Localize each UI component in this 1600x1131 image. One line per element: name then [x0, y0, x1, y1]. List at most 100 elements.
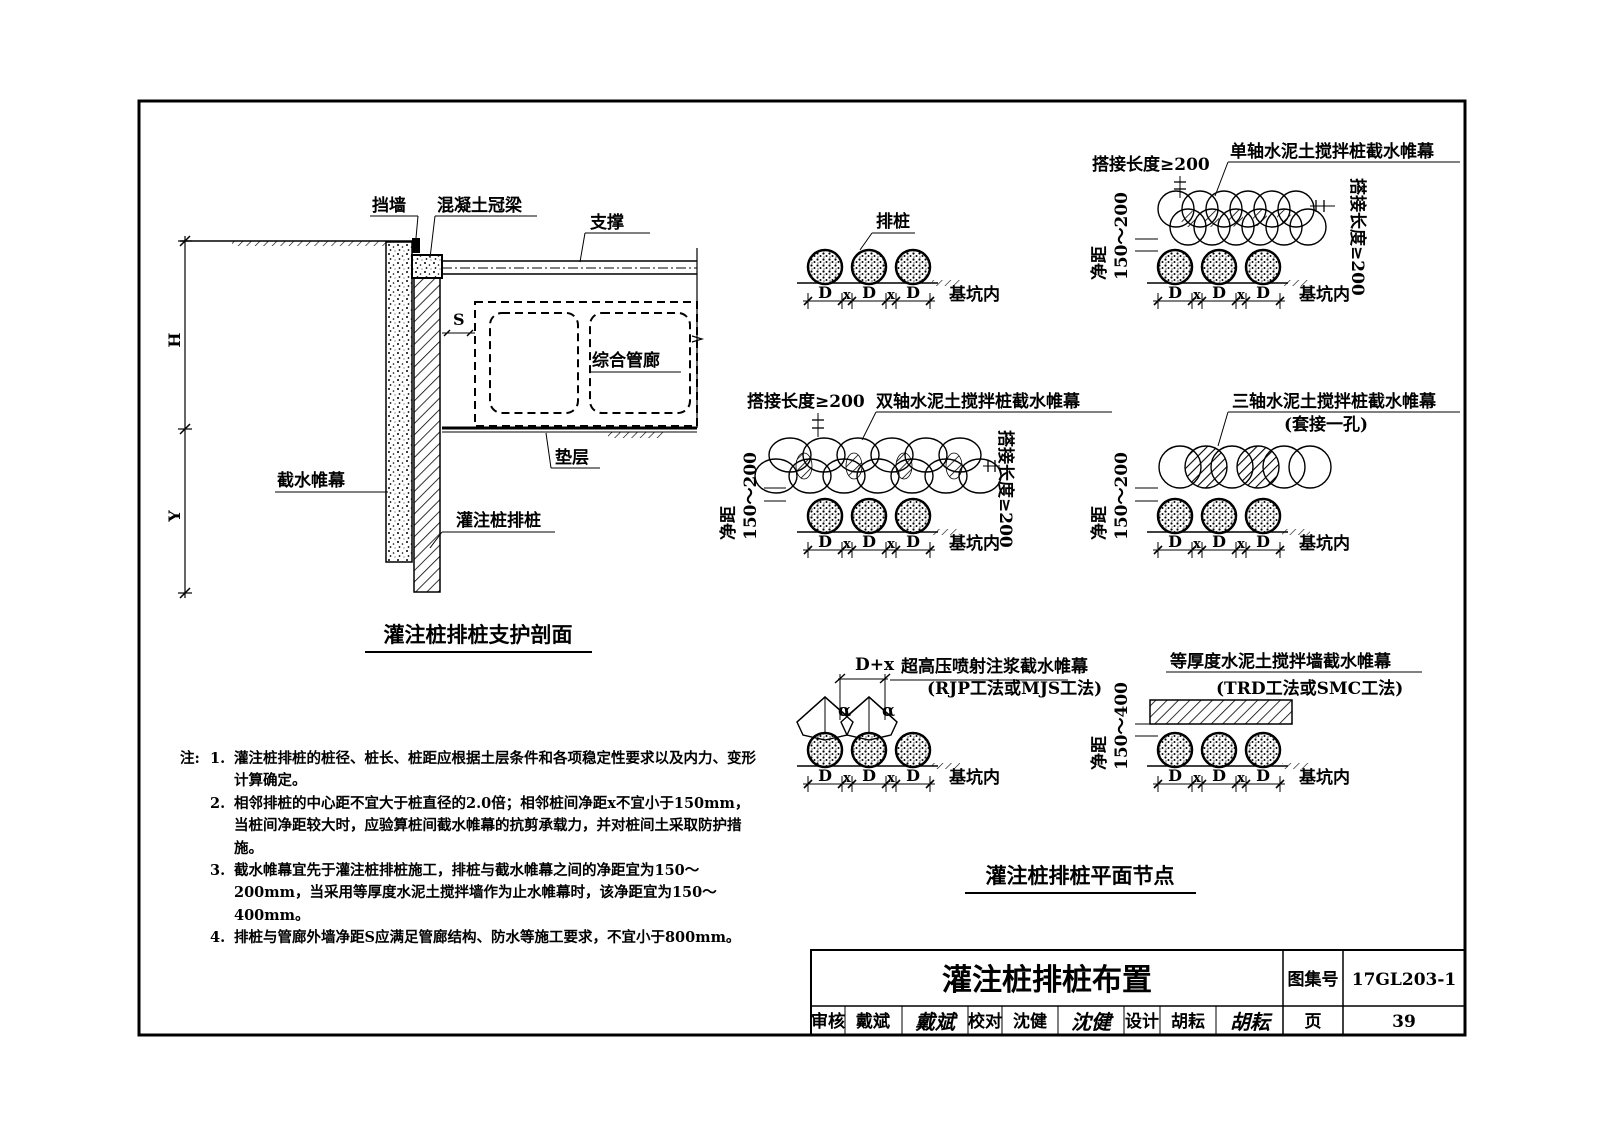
- water-curtain-column: [385, 241, 413, 563]
- dimension-tick: [1275, 545, 1285, 555]
- dim-d-label: D: [1168, 766, 1182, 785]
- bored-pile: [850, 248, 888, 286]
- dimension-tick: [891, 545, 901, 555]
- bored-pile: [1200, 497, 1238, 535]
- bored-pile: [1156, 497, 1194, 535]
- overlap-zone: [945, 452, 963, 480]
- single-axis-overlap: 搭接长度≥200: [1092, 154, 1210, 175]
- soil-hatch: [1282, 280, 1310, 286]
- dimension-tick: [803, 545, 813, 555]
- double-axis-circle: [856, 458, 900, 494]
- label-water-curtain: 截水帷幕: [277, 470, 346, 491]
- dim-x-label: x: [843, 288, 851, 303]
- dim-d-label: D: [818, 766, 832, 785]
- overlap-zone: [1253, 209, 1267, 227]
- review-label: 审核: [811, 1011, 845, 1032]
- dim-h-label: H: [165, 332, 184, 347]
- dimension-tick: [1241, 779, 1251, 789]
- dimension-tick: [847, 296, 857, 306]
- bored-pile: [1156, 248, 1194, 286]
- dimension-tick: [925, 296, 935, 306]
- dimension-tick: [1153, 545, 1163, 555]
- bored-pile: [850, 731, 888, 769]
- bored-pile: [1200, 248, 1238, 286]
- overlap-zone: [795, 452, 813, 480]
- pit-inside-label: 基坑内: [948, 767, 1000, 788]
- mixing-pile-circle: [1277, 190, 1315, 228]
- single-axis-clear-label: 净距: [1089, 246, 1110, 280]
- pit-inside-label: 基坑内: [948, 533, 1000, 554]
- title-block: 灌注桩排桩布置 图集号 17GL203-1 审核 戴斌 戴斌 校对 沈健 沈健 …: [810, 949, 1466, 1036]
- atlas-number: 17GL203-1: [1352, 970, 1457, 990]
- dimension-tick: [1153, 296, 1163, 306]
- dimension-tick: [1197, 296, 1207, 306]
- note-text: 相邻排桩的中心距不宜大于桩直径的2.0倍；相邻桩间净距x不宜小于150mm，当桩…: [234, 794, 750, 857]
- dim-d-label: D: [1256, 532, 1270, 551]
- bored-pile: [1244, 731, 1282, 769]
- overlap-zone: [1181, 209, 1195, 227]
- single-axis-overlap-v: 搭接长度≥200: [1347, 178, 1368, 296]
- mixing-pile-circle: [1229, 190, 1267, 228]
- dimension-tick: [925, 779, 935, 789]
- notes-block: 注: 1. 灌注桩排桩的桩径、桩长、桩距应根据土层条件和各项稳定性要求以及内力、…: [180, 748, 760, 950]
- mixing-pile-circle: [1157, 190, 1195, 228]
- triple-axis-clear-label: 净距: [1089, 506, 1110, 540]
- jet-grout-outline: [796, 696, 898, 723]
- dim-d-label: D: [906, 532, 920, 551]
- dim-x-label: x: [1193, 771, 1201, 786]
- dim-d-label: D: [1212, 283, 1226, 302]
- note-4: 4. 排桩与管廊外墙净距S应满足管廊结构、防水等施工要求，不宜小于800mm。: [180, 927, 760, 949]
- bored-pile: [806, 731, 844, 769]
- jet-grout-alpha-2: α: [882, 701, 895, 721]
- designer-signature: 胡耘: [1230, 1010, 1273, 1034]
- dimension-tick: [803, 779, 813, 789]
- mixing-pile-circle: [1181, 190, 1219, 228]
- dimension-tick: [891, 296, 901, 306]
- dim-x-label: x: [843, 537, 851, 552]
- detail-piles-only: 排桩: [859, 211, 915, 251]
- label-strut: 支撑: [590, 212, 624, 233]
- dimension-tick: [891, 779, 901, 789]
- jet-grout-spacing: D+x: [855, 655, 895, 675]
- bored-pile: [1156, 731, 1194, 769]
- sheet-border: [137, 99, 1467, 1037]
- triple-axis-circle: [1236, 445, 1280, 489]
- bored-pile: [806, 497, 844, 535]
- note-text: 灌注桩排桩的桩径、桩长、桩距应根据土层条件和各项稳定性要求以及内力、变形计算确定…: [234, 750, 756, 790]
- dim-d-label: D: [818, 532, 832, 551]
- dim-x-label: x: [887, 771, 895, 786]
- jet-grout-title: 超高压喷射注浆截水帷幕: [901, 656, 1089, 677]
- reviewer-name: 戴斌: [856, 1011, 890, 1032]
- double-axis-title: 双轴水泥土搅拌桩截水帷幕: [876, 391, 1081, 412]
- dim-x-label: x: [887, 537, 895, 552]
- overlap-zone: [845, 452, 863, 480]
- dimension-tick: [1153, 779, 1163, 789]
- dimension-tick: [1231, 545, 1241, 555]
- detail-triple-axis: 三轴水泥土搅拌桩截水帷幕 (套接一孔) 净距 150～200: [1089, 391, 1460, 540]
- note-1: 注: 1. 灌注桩排桩的桩径、桩长、桩距应根据土层条件和各项稳定性要求以及内力、…: [180, 748, 760, 793]
- dim-d-label: D: [1212, 766, 1226, 785]
- triple-axis-clear-range: 150～200: [1112, 452, 1132, 540]
- dimension-tick: [881, 296, 891, 306]
- dimension-tick: [1187, 296, 1197, 306]
- bored-pile: [894, 497, 932, 535]
- trd-clear-label: 净距: [1089, 736, 1110, 770]
- dim-d-label: D: [862, 283, 876, 302]
- note-number: 1.: [210, 750, 226, 767]
- dim-d-label: D: [862, 532, 876, 551]
- pit-inside-label: 基坑内: [1298, 767, 1350, 788]
- trd-title: 等厚度水泥土搅拌墙截水帷幕: [1170, 651, 1392, 672]
- dimension-tick: [1231, 296, 1241, 306]
- soil-hatch: [1282, 529, 1310, 535]
- label-retaining-wall: 挡墙: [372, 195, 406, 216]
- checker-name: 沈健: [1013, 1011, 1047, 1032]
- bored-pile: [894, 248, 932, 286]
- dim-x-label: x: [887, 288, 895, 303]
- crown-beam: [411, 254, 443, 279]
- dim-x-label: x: [1193, 537, 1201, 552]
- note-3: 3. 截水帷幕宜先于灌注桩排桩施工，排桩与截水帷幕之间的净距宜为150～200m…: [180, 860, 760, 927]
- dim-d-label: D: [1168, 283, 1182, 302]
- detail-double-axis: 双轴水泥土搅拌桩截水帷幕 搭接长度≥200 搭接长度≥200 净距 150～20…: [718, 391, 1112, 548]
- overlap-zone: [1277, 209, 1291, 227]
